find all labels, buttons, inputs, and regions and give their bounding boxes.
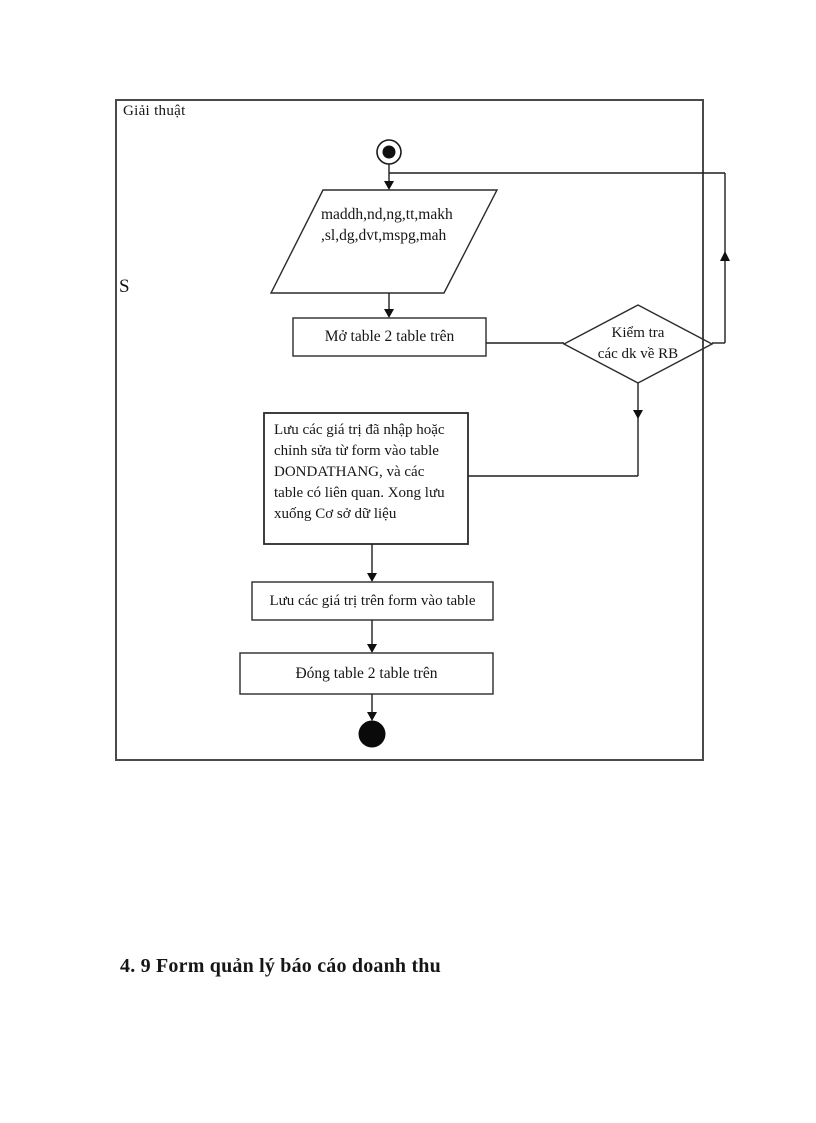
decision-node-line: các dk về RB	[597, 346, 679, 362]
open-tables-label: Mở table 2 table trên	[324, 328, 455, 345]
save-db-node-text: Lưu các giá trị đã nhập hoặc chỉnh sửa t…	[274, 420, 462, 525]
save-db-line: xuống Cơ sở dữ liệu	[274, 506, 397, 522]
close-tables-box	[239, 652, 494, 695]
arrowhead-down-icon	[633, 410, 643, 419]
save-db-line: table có liên quan. Xong lưu	[274, 485, 445, 501]
open-tables-box	[292, 317, 487, 357]
start-node-dot-icon	[382, 145, 396, 159]
input-node-line: maddh,nd,ng,tt,makh	[321, 206, 453, 223]
end-node-icon	[358, 720, 386, 748]
input-parallelogram	[269, 189, 499, 294]
save-db-line: DONDATHANG, và các	[274, 464, 425, 480]
save-db-box	[263, 412, 469, 545]
arrowhead-down-icon	[384, 181, 394, 190]
input-node-line: ,sl,dg,dvt,mspg,mah	[321, 227, 447, 244]
save-form-label: Lưu các giá trị trên form vào table	[269, 592, 476, 609]
frame-title: Giải thuật	[123, 103, 186, 119]
arrowhead-up-icon	[720, 251, 730, 261]
arrowhead-down-icon	[367, 573, 377, 582]
save-db-line: chỉnh sửa từ form vào table	[274, 443, 439, 459]
decision-node-line: Kiểm tra	[611, 325, 665, 341]
arrowhead-down-icon	[367, 644, 377, 653]
frame-border	[115, 99, 704, 761]
section-heading: 4. 9 Form quản lý báo cáo doanh thu	[120, 955, 441, 977]
side-label: S	[119, 276, 130, 297]
close-tables-label: Đóng table 2 table trên	[295, 664, 438, 682]
decision-node-text: Kiểm tra các dk về RB	[577, 323, 699, 365]
input-node-text: maddh,nd,ng,tt,makh ,sl,dg,dvt,mspg,mah	[321, 204, 491, 246]
arrowhead-down-icon	[367, 712, 377, 721]
arrowhead-down-icon	[384, 309, 394, 318]
save-db-line: Lưu các giá trị đã nhập hoặc	[274, 422, 445, 438]
